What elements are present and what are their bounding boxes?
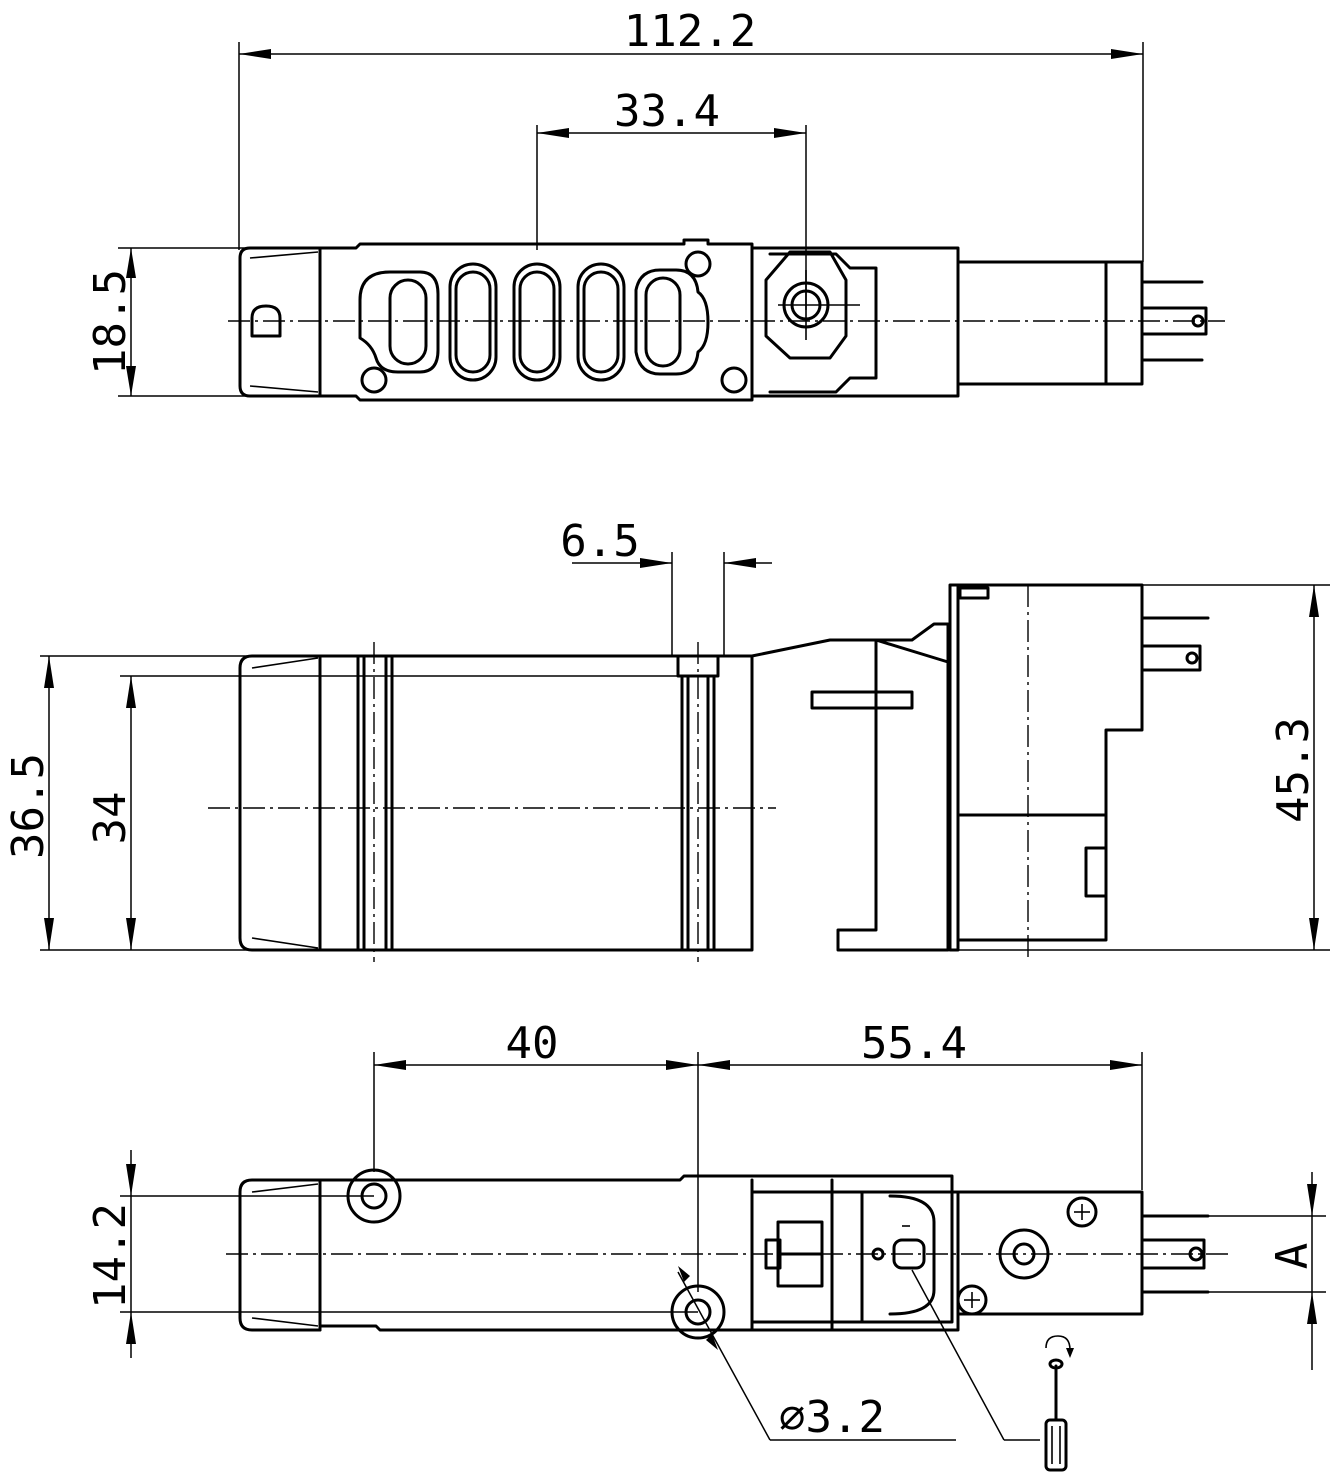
dim-connector: A [1267, 1243, 1318, 1270]
dim-hole-diameter: ⌀3.2 [779, 1392, 885, 1443]
dim-body-height: 36.5 [3, 753, 54, 859]
dim-port-spacing: 33.4 [614, 86, 720, 137]
bottom-view: 40 55.4 14.2 A [85, 1018, 1326, 1472]
top-view: 112.2 33.4 18.5 [85, 6, 1225, 402]
side-view: 6.5 36.5 34 45.3 [3, 516, 1330, 962]
dim-height-top: 18.5 [85, 269, 136, 375]
dim-offset: 6.5 [560, 516, 639, 567]
dim-inner-height: 34 [85, 792, 136, 845]
dim-total-height: 45.3 [1268, 717, 1319, 823]
dim-overall-length: 112.2 [624, 6, 756, 57]
screwdriver-icon [1044, 1335, 1074, 1472]
dim-hole-spacing: 14.2 [85, 1203, 136, 1309]
dim-right-span: 55.4 [861, 1018, 967, 1069]
dim-left-span: 40 [506, 1018, 559, 1069]
